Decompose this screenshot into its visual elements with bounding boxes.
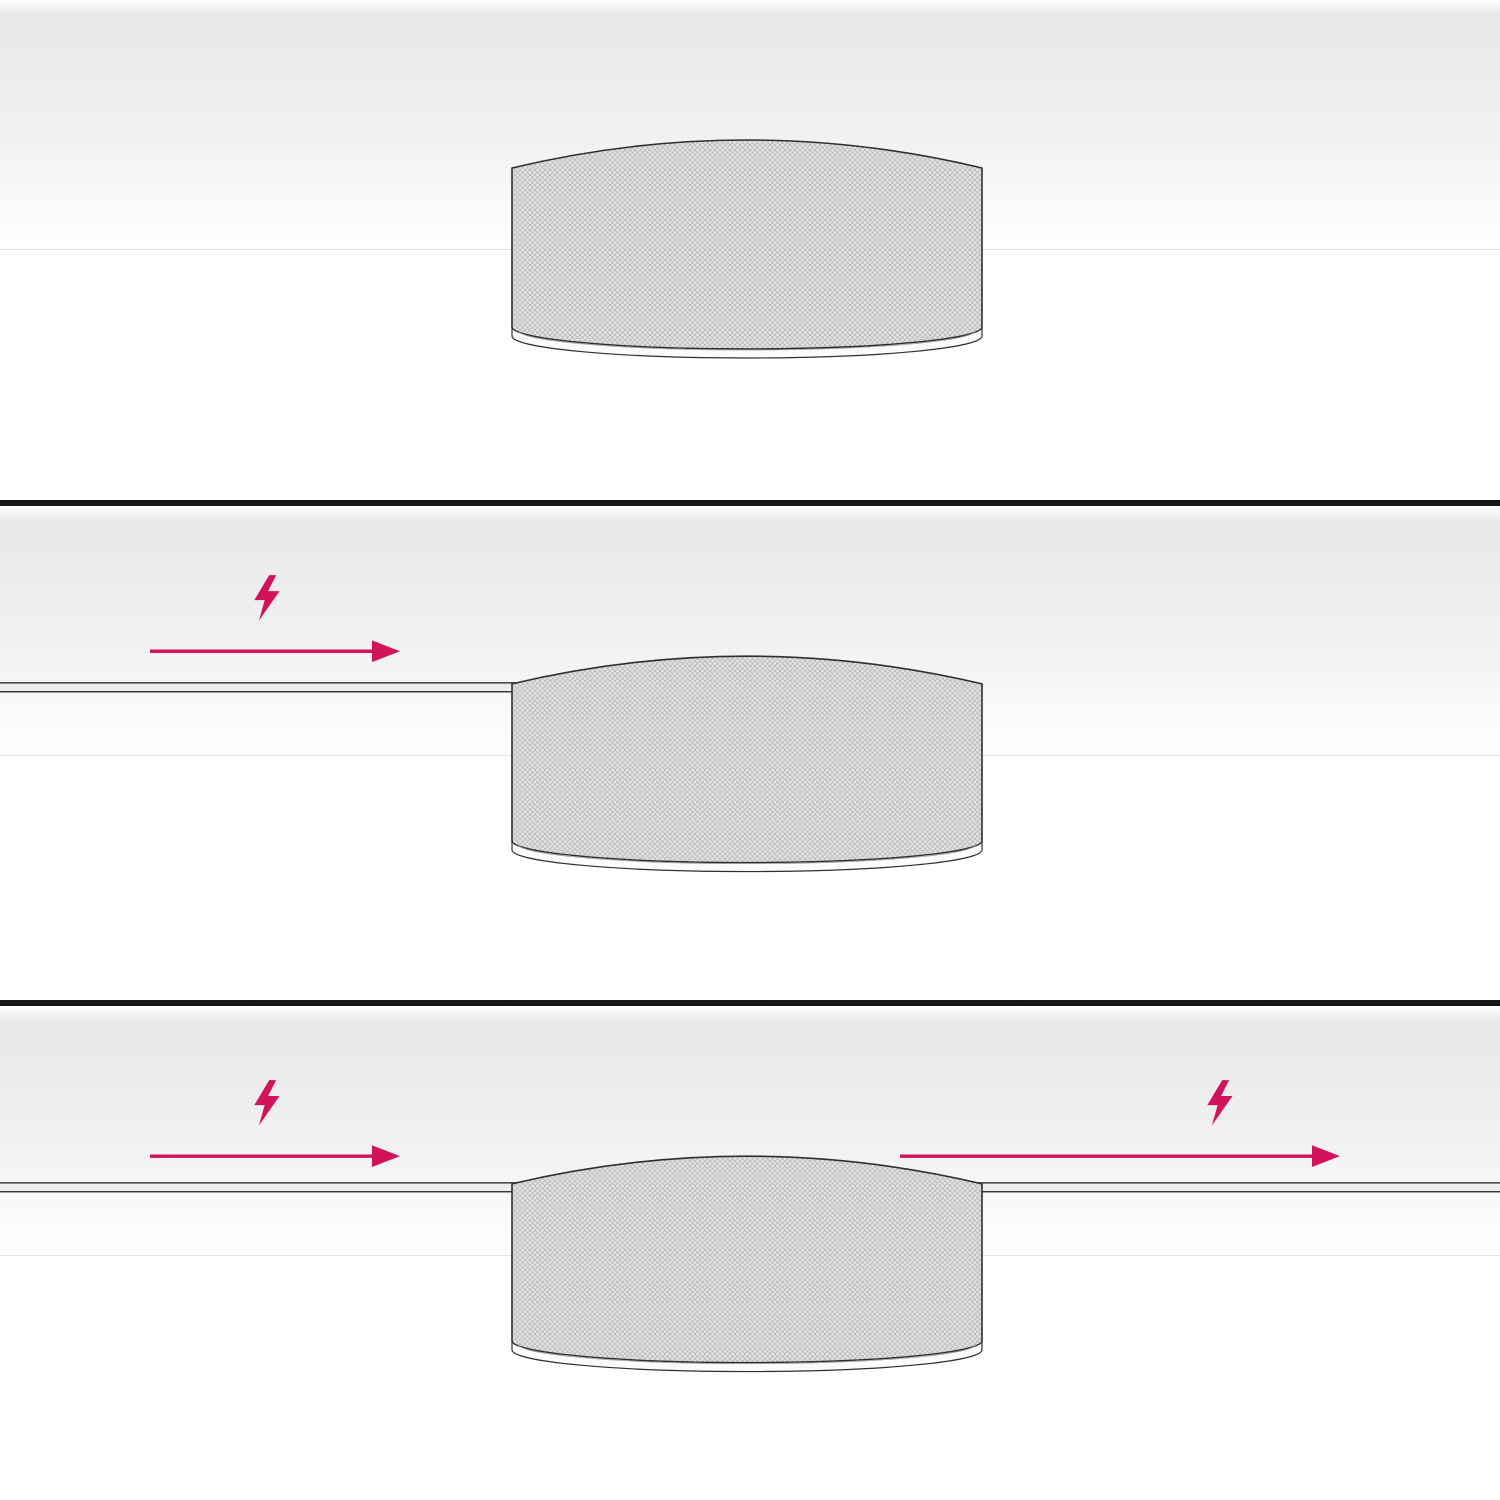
arrow-right-icon — [372, 640, 400, 663]
drum-lampshade — [511, 655, 983, 873]
panel-1-illustration — [511, 139, 983, 359]
arrow-right-icon — [372, 1145, 400, 1168]
power-cable-right-line — [977, 1182, 1500, 1193]
power-cable-left-line — [0, 1182, 518, 1193]
lightning-bolt-icon — [254, 575, 280, 621]
drum-lampshade — [511, 1155, 983, 1373]
power-cable-left-line — [0, 682, 518, 693]
power-cable-right — [977, 1182, 1500, 1193]
lightning-bolt-icon — [254, 1080, 280, 1126]
panel-2-lamp-cable-in — [0, 500, 1500, 1000]
current-direction-left — [150, 1080, 400, 1168]
power-cable-left — [0, 682, 518, 693]
panel-2-illustration — [0, 575, 983, 873]
power-cable-left — [0, 1182, 518, 1193]
current-direction-right — [900, 1080, 1340, 1168]
panel-1-lamp-only — [0, 0, 1500, 500]
panel-3-illustration — [0, 1080, 1500, 1373]
arrow-right-icon — [1312, 1145, 1340, 1168]
lightning-bolt-icon — [1207, 1080, 1233, 1126]
drum-lampshade — [511, 139, 983, 359]
current-direction-left — [150, 575, 400, 663]
panel-3-lamp-cable-through — [0, 1000, 1500, 1500]
